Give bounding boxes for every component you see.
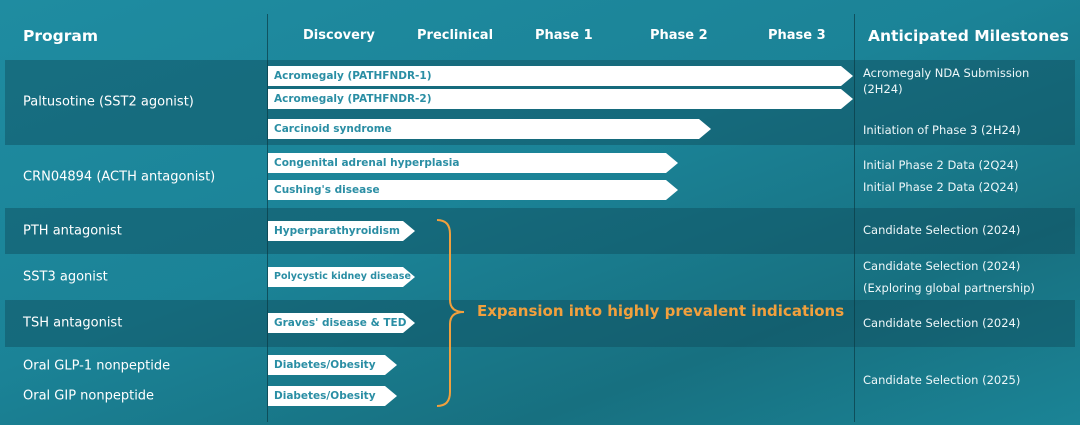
indication-bar: Acromegaly (PATHFNDR-1) (268, 66, 853, 86)
program-name: TSH antagonist (23, 315, 123, 331)
curly-brace-icon (436, 219, 465, 407)
row-band (5, 208, 1075, 254)
program-name: SST3 agonist (23, 269, 108, 285)
header-phase: Preclinical (417, 28, 494, 43)
milestone-text: (2H24) (863, 82, 903, 96)
milestone-text: (Exploring global partnership) (863, 281, 1035, 295)
header-phase: Phase 1 (535, 28, 593, 43)
indication-bar: Diabetes/Obesity (268, 386, 397, 406)
indication-bar: Hyperparathyroidism (268, 221, 415, 241)
program-name: CRN04894 (ACTH antagonist) (23, 169, 216, 185)
milestone-text: Candidate Selection (2025) (863, 373, 1021, 387)
milestone-text: Acromegaly NDA Submission (863, 66, 1030, 80)
program-name: Oral GIP nonpeptide (23, 388, 155, 404)
milestone-text: Candidate Selection (2024) (863, 259, 1021, 273)
indication-bar: Carcinoid syndrome (268, 119, 711, 139)
expansion-callout: Expansion into highly prevalent indicati… (477, 302, 845, 320)
indication-bar: Acromegaly (PATHFNDR-2) (268, 89, 853, 109)
milestone-text: Initiation of Phase 3 (2H24) (863, 123, 1021, 137)
milestone-text: Candidate Selection (2024) (863, 316, 1021, 330)
row-band (5, 300, 1075, 347)
indication-bar: Graves' disease & TED (268, 313, 415, 333)
program-name: Oral GLP-1 nonpeptide (23, 358, 171, 374)
milestone-text: Candidate Selection (2024) (863, 223, 1021, 237)
indication-bar: Congenital adrenal hyperplasia (268, 153, 678, 173)
indication-bar: Diabetes/Obesity (268, 355, 397, 375)
header-phase: Phase 3 (768, 28, 826, 43)
header-phase: Discovery (303, 28, 375, 43)
header-program: Program (23, 27, 99, 45)
column-divider (267, 14, 268, 422)
program-name: Paltusotine (SST2 agonist) (23, 94, 194, 110)
indication-bar: Cushing's disease (268, 180, 678, 200)
header-phase: Phase 2 (650, 28, 708, 43)
milestone-text: Initial Phase 2 Data (2Q24) (863, 180, 1019, 194)
program-name: PTH antagonist (23, 223, 122, 239)
indication-bar: Polycystic kidney disease (268, 267, 415, 287)
milestone-text: Initial Phase 2 Data (2Q24) (863, 158, 1019, 172)
header-milestones: Anticipated Milestones (868, 27, 1069, 45)
column-divider (854, 14, 855, 422)
